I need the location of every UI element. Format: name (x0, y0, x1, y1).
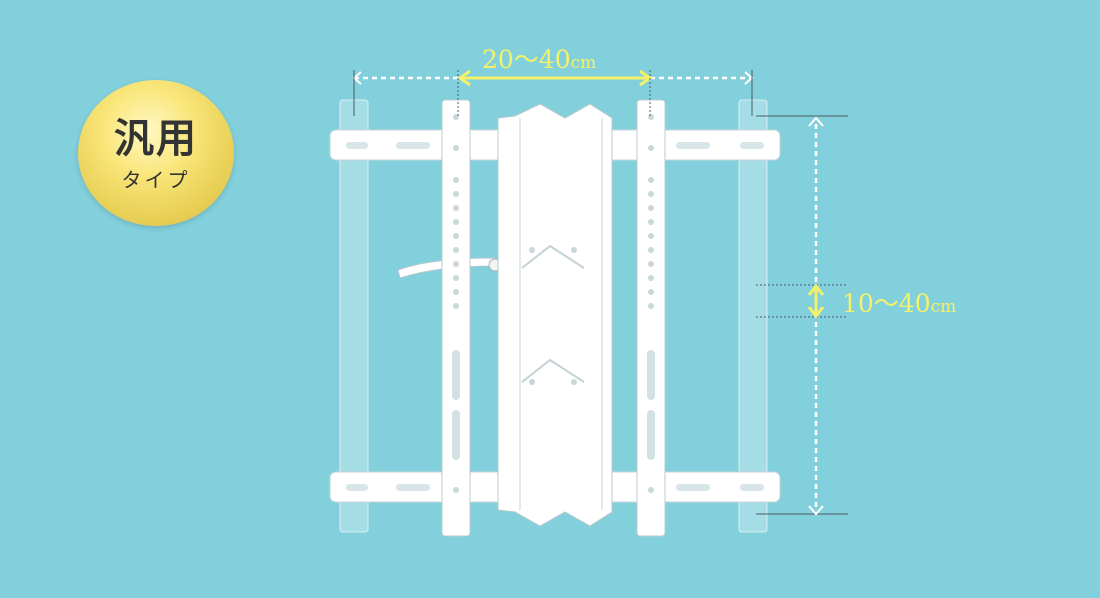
right-outer-arm (738, 99, 768, 533)
left-inner-arm (441, 99, 471, 537)
width-range-unit: cm (570, 53, 597, 73)
generic-type-badge: 汎用 タイプ (78, 80, 234, 226)
height-dimension (756, 115, 848, 516)
badge-title: 汎用 (114, 115, 198, 162)
width-dimension (352, 69, 754, 116)
height-range-unit: cm (930, 297, 957, 317)
width-range-label: 20〜40cm (482, 40, 596, 76)
center-plate (497, 103, 613, 527)
width-range-value: 20〜40 (482, 45, 571, 74)
badge-subtitle: タイプ (121, 168, 191, 192)
left-outer-arm (339, 99, 369, 533)
height-range-value: 10〜40 (842, 289, 931, 318)
height-range-label: 10〜40cm (842, 284, 956, 320)
right-inner-arm (636, 99, 666, 537)
